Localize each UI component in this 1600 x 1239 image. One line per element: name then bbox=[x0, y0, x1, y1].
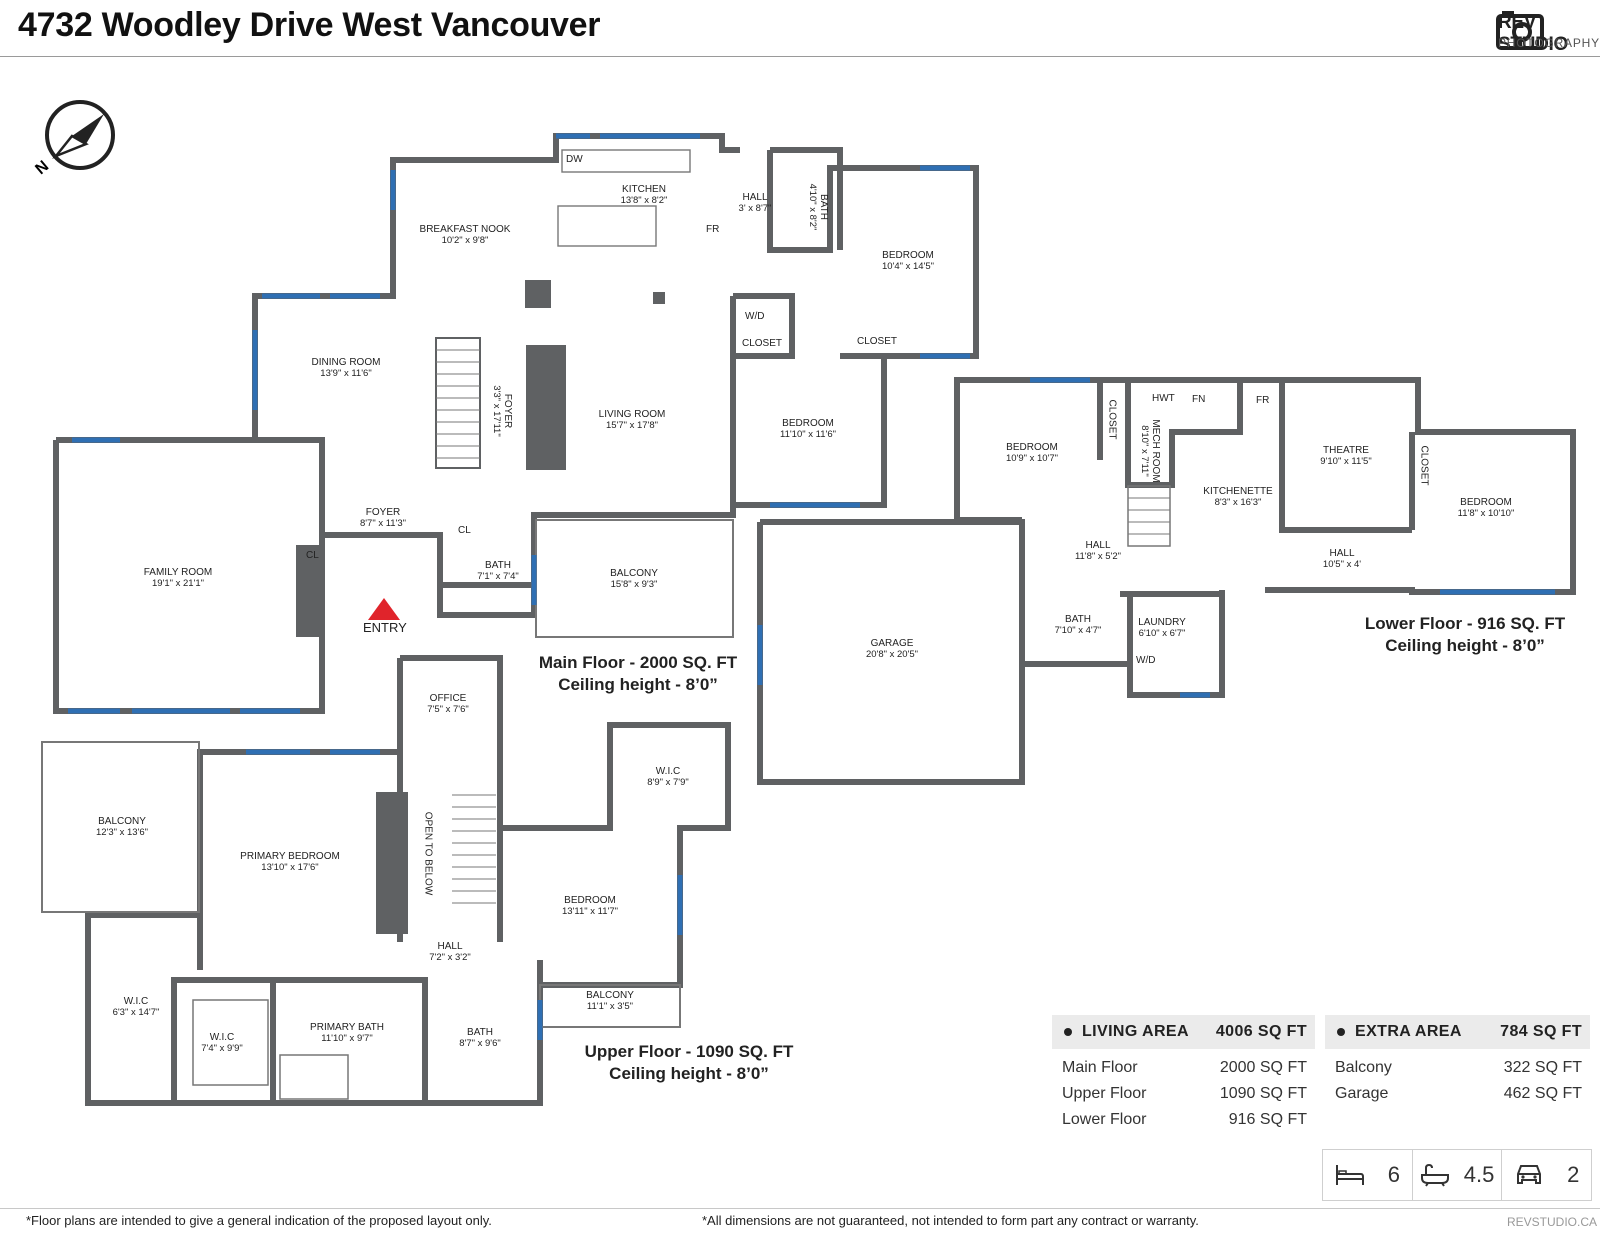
fridge-label: FR bbox=[706, 224, 720, 235]
parking-count: 2 bbox=[1567, 1162, 1580, 1187]
dishwasher-label: DW bbox=[566, 154, 583, 165]
fridge-label: FR bbox=[1256, 395, 1270, 406]
entry-label: ENTRY bbox=[363, 620, 407, 635]
bathroom-count: 4.5 bbox=[1463, 1162, 1495, 1187]
bathtub-icon bbox=[1420, 1163, 1449, 1187]
bullet-icon bbox=[1064, 1027, 1072, 1036]
extra-area-header: EXTRA AREA 784 SQ FT bbox=[1325, 1015, 1590, 1049]
floor-plan: N bbox=[32, 100, 1576, 1106]
camera-logo-icon bbox=[1496, 11, 1544, 50]
hot-water-tank-label: HWT bbox=[1152, 393, 1175, 404]
header-divider bbox=[0, 56, 1600, 57]
closet-label: CLOSET bbox=[742, 338, 783, 349]
bedroom-count: 6 bbox=[1387, 1162, 1401, 1187]
compass-icon: N bbox=[32, 100, 115, 178]
coat-closet-label: CL bbox=[306, 550, 319, 561]
north-label: N bbox=[32, 158, 52, 178]
windows bbox=[68, 133, 1555, 1040]
footer-divider bbox=[0, 1208, 1600, 1209]
footer-url: REVSTUDIO.CA bbox=[1507, 1215, 1598, 1229]
property-summary: 6 4.5 2 bbox=[1322, 1149, 1592, 1201]
footer-disclaimer-layout: *Floor plans are intended to give a gene… bbox=[26, 1213, 492, 1228]
room-closet: CLOSET bbox=[1418, 445, 1430, 486]
brand-subtitle: PHOTOGRAPHY bbox=[1498, 36, 1600, 50]
coat-closet-label: CL bbox=[458, 525, 471, 536]
living-area-header: LIVING AREA 4006 SQ FT bbox=[1052, 1015, 1315, 1049]
furnace-label: FN bbox=[1192, 394, 1206, 405]
entry-marker-icon bbox=[368, 598, 400, 620]
bullet-icon bbox=[1337, 1027, 1345, 1036]
lower-floor-walls bbox=[757, 377, 1576, 785]
washer-dryer-label: W/D bbox=[1136, 655, 1156, 666]
brand-name: REV STUDIO bbox=[1498, 12, 1568, 55]
closet-label: CLOSET bbox=[857, 336, 898, 347]
washer-dryer-label: W/D bbox=[745, 311, 765, 322]
bed-icon bbox=[1335, 1165, 1364, 1185]
page-title: 4732 Woodley Drive West Vancouver bbox=[18, 6, 601, 44]
footer-disclaimer-dimensions: *All dimensions are not guaranteed, not … bbox=[702, 1213, 1199, 1228]
main-floor-walls bbox=[53, 133, 979, 714]
car-icon bbox=[1516, 1165, 1541, 1184]
room-open-to-below: OPEN TO BELOW bbox=[422, 811, 434, 896]
room-closet: CLOSET bbox=[1106, 399, 1118, 440]
